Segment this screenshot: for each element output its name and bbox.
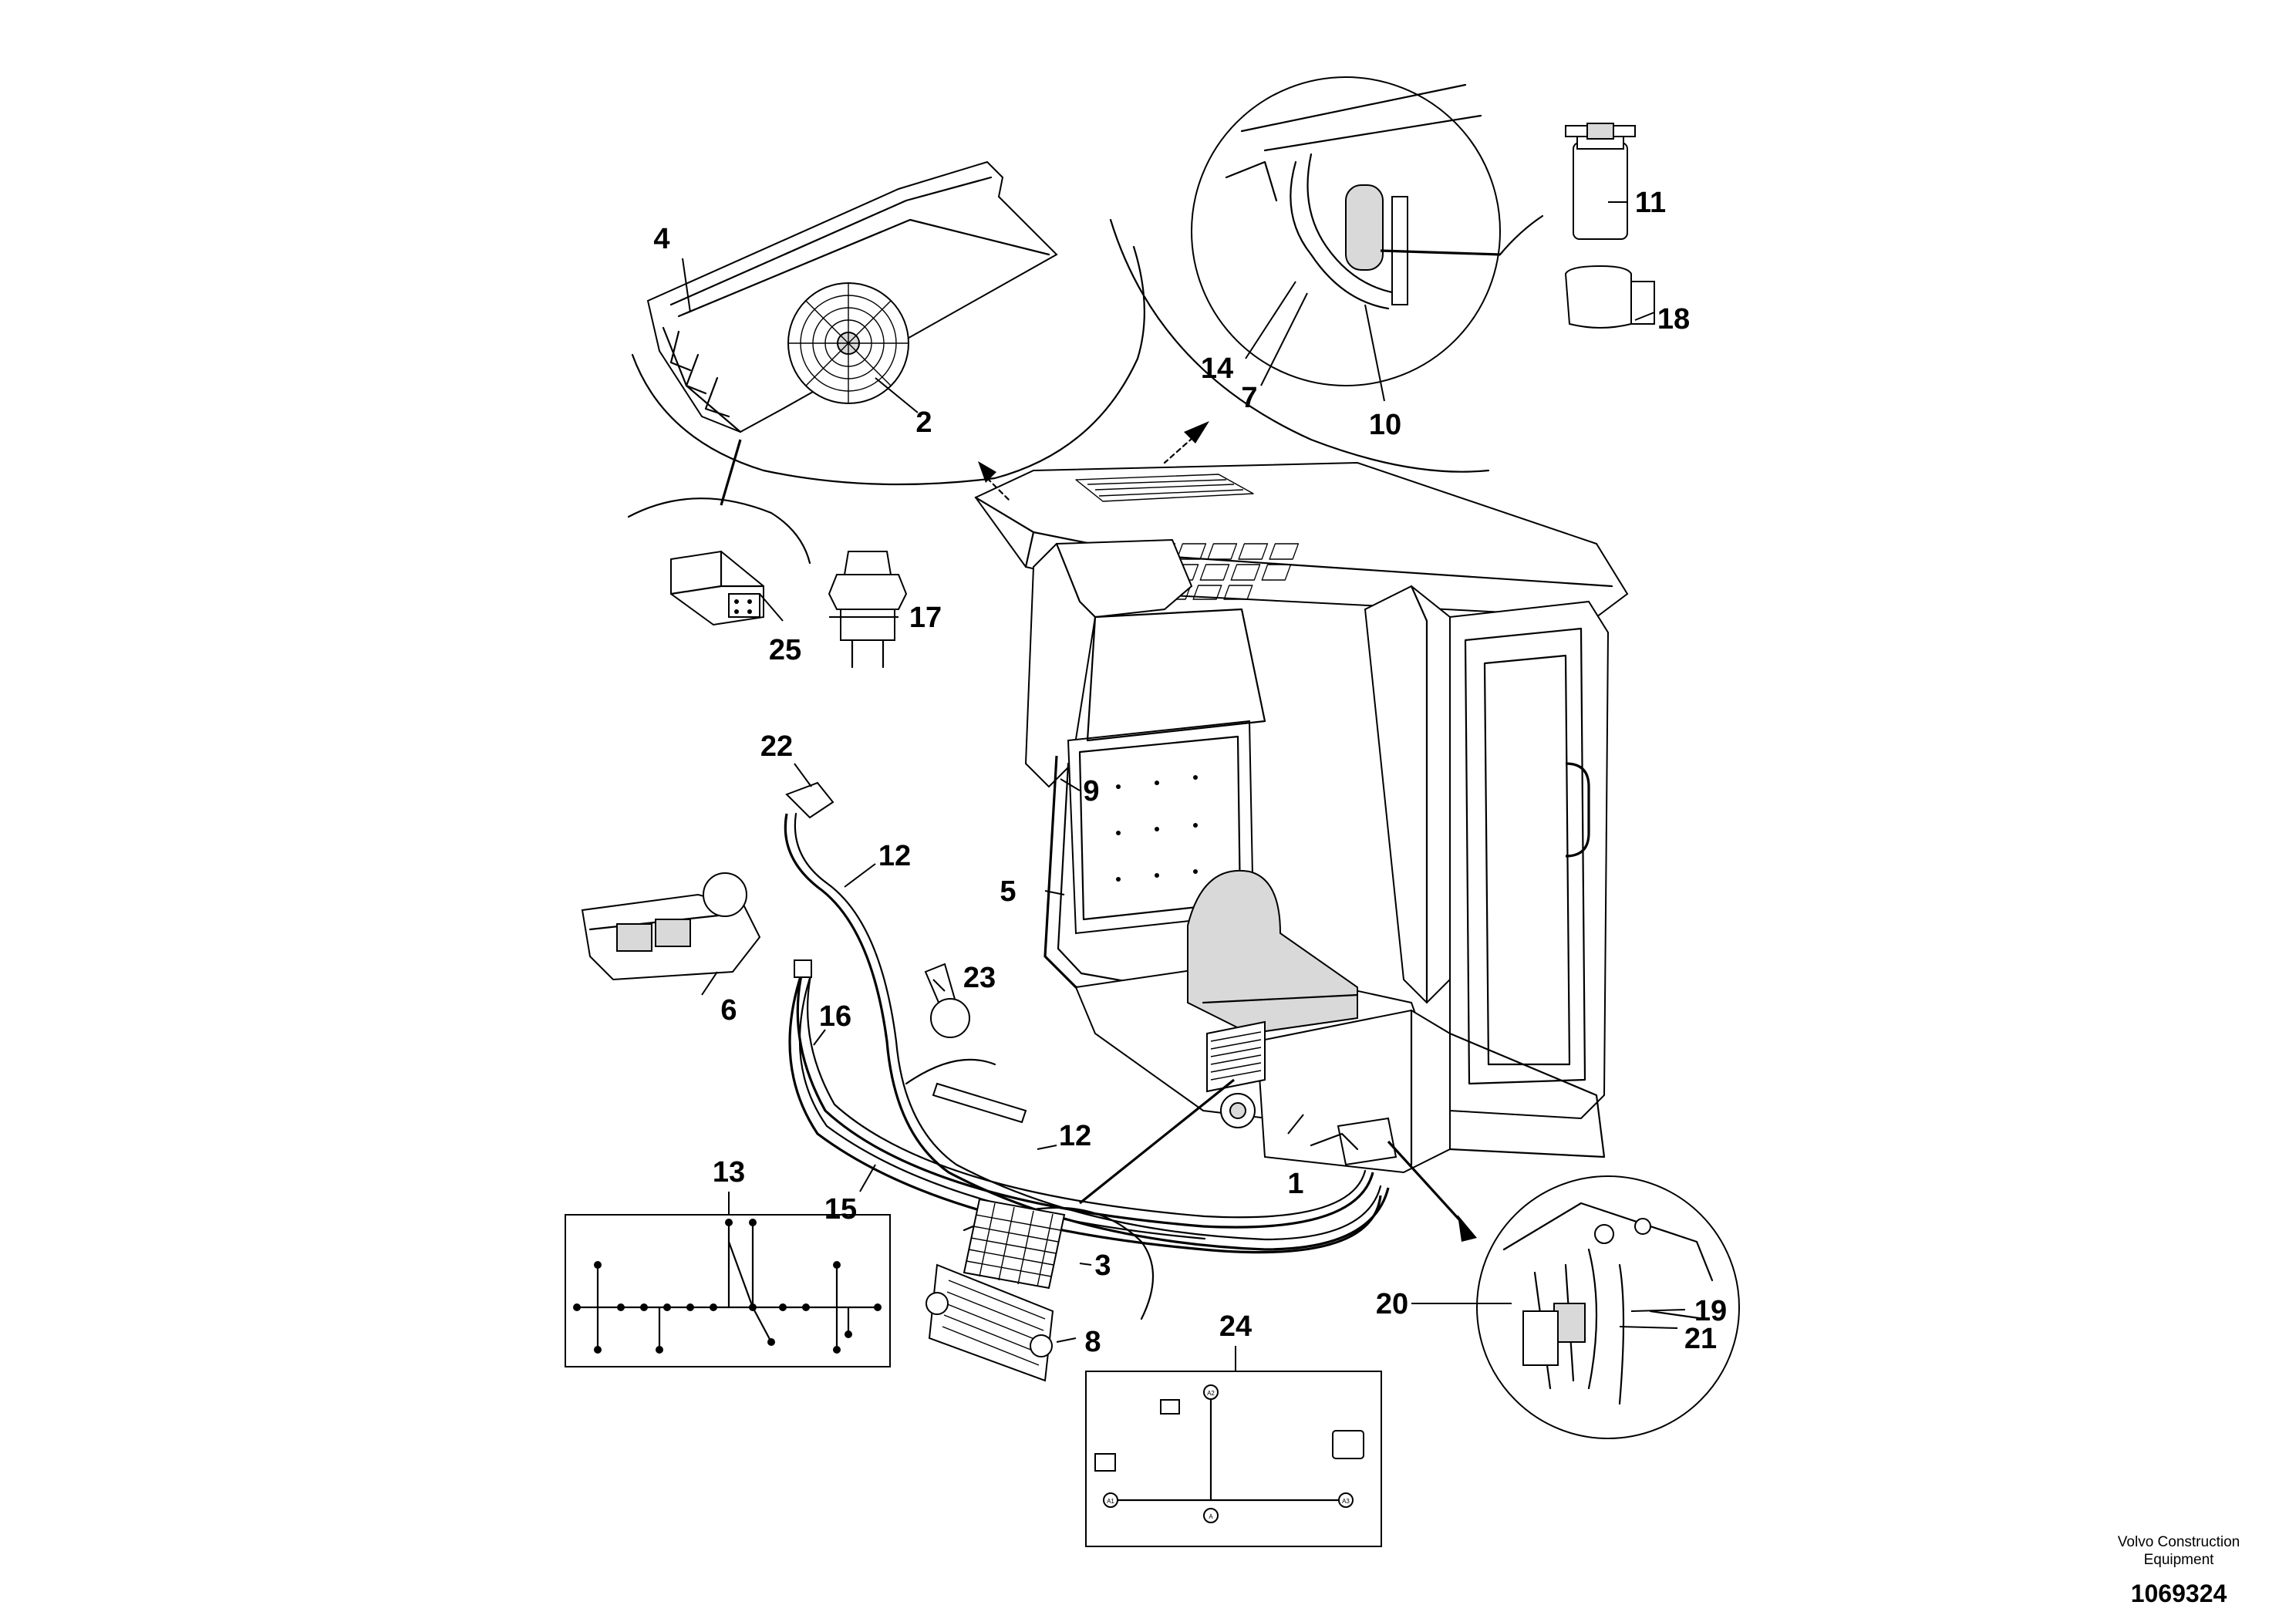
filter-grille	[925, 1263, 1054, 1382]
callout-8: 8	[1084, 1326, 1101, 1358]
callout-10: 10	[1369, 409, 1401, 441]
callout-labels: 1 2 3 4 5 6 7 8 9 10 11 12 12 13 14 15 1…	[653, 187, 1727, 1358]
callout-22: 22	[760, 730, 793, 763]
cab-air-filter	[963, 1078, 1235, 1320]
schematic24-tag-center: A	[1209, 1513, 1213, 1520]
leader-lines	[682, 201, 1686, 1371]
company-name-line1: Volvo Construction	[2118, 1534, 2240, 1550]
electrical-connector	[627, 439, 811, 626]
callout-2: 2	[915, 406, 932, 439]
refrigerant-hoses	[784, 781, 1390, 1254]
callout-1: 1	[1287, 1168, 1303, 1200]
callout-21: 21	[1684, 1323, 1717, 1355]
callout-17: 17	[909, 602, 942, 634]
schematic-13	[565, 1214, 891, 1367]
callout-19: 19	[1694, 1295, 1727, 1327]
drier-bracket	[1564, 265, 1655, 329]
callout-13: 13	[713, 1156, 745, 1189]
company-name-line2: Equipment	[2144, 1552, 2215, 1568]
callout-20: 20	[1376, 1288, 1408, 1320]
valve-detail-inset	[1387, 1140, 1740, 1439]
callout-12-upper: 12	[878, 840, 911, 872]
schematic-24: A2 A1 A3 A	[1085, 1371, 1382, 1547]
callout-11: 11	[1635, 187, 1666, 219]
drawing-footer: Volvo Construction Equipment 1069324	[2118, 1534, 2240, 1607]
drawing-number: 1069324	[2131, 1580, 2227, 1607]
callout-16: 16	[819, 1000, 851, 1033]
callout-24: 24	[1219, 1310, 1252, 1343]
callout-7: 7	[1241, 382, 1257, 414]
schematic24-tag-top: A2	[1207, 1390, 1215, 1397]
callout-25: 25	[769, 634, 801, 666]
callout-5: 5	[1000, 875, 1016, 908]
callout-12-lower: 12	[1059, 1120, 1091, 1152]
callout-4: 4	[653, 223, 669, 255]
callout-14: 14	[1201, 352, 1233, 385]
roof-fan-inset	[631, 160, 1145, 503]
pressure-switch	[828, 551, 908, 669]
control-panel	[581, 872, 761, 981]
callout-3: 3	[1094, 1249, 1111, 1282]
schematic24-tag-left: A1	[1107, 1498, 1114, 1505]
callout-18: 18	[1657, 303, 1690, 336]
schematic24-tag-right: A3	[1342, 1498, 1350, 1505]
callout-23: 23	[963, 962, 996, 994]
callout-15: 15	[824, 1193, 857, 1226]
callout-6: 6	[720, 994, 737, 1027]
receiver-drier-part	[1499, 123, 1636, 256]
callout-9: 9	[1083, 775, 1099, 808]
operator-cab	[974, 461, 1629, 1174]
receiver-drier-inset	[1109, 76, 1501, 473]
